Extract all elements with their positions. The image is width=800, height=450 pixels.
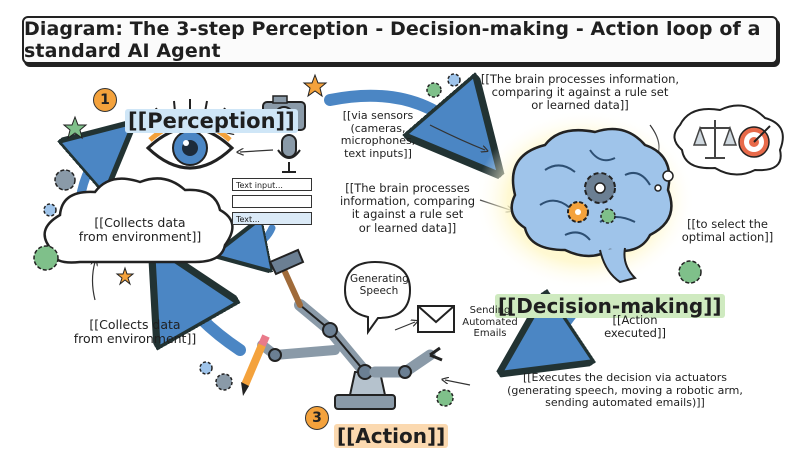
decision-note-left: [[The brain processes information, compa…: [339, 181, 476, 235]
blank-input-field: [232, 195, 312, 208]
gear-icon: [43, 203, 57, 217]
gear-icon: [199, 361, 213, 375]
perception-label: [[Perception]]: [125, 85, 298, 134]
gear-icon: [584, 172, 616, 204]
collects-data-bottom-note: [[Collects data from environment]]: [73, 317, 197, 347]
arrow-perception-to-decision: [324, 96, 470, 140]
speech-bubble-text: Generating Speech: [350, 273, 409, 298]
pencil-icon: [241, 334, 270, 396]
decision-note-right: [[to select the optimal action]]: [681, 217, 774, 245]
diagram-title: Diagram: The 3-step Perception - Decisio…: [22, 16, 778, 64]
gear-icon: [215, 373, 233, 391]
gear-icon: [426, 82, 442, 98]
star-icon: [115, 266, 135, 286]
arrow-action-to-perception: [175, 285, 246, 356]
action-label: [[Action]]: [334, 402, 449, 448]
pointer-action-note: [445, 380, 471, 386]
email-icon: [417, 305, 455, 333]
pointer-email: [394, 322, 415, 331]
gear-icon: [447, 73, 461, 87]
diagram-title-text: Diagram: The 3-step Perception - Decisio…: [24, 18, 761, 62]
step-number-perception: 1: [93, 88, 117, 112]
step-number-action: 3: [305, 406, 329, 430]
hammer-icon: [268, 248, 305, 308]
decision-label: [[Decision-making]]: [495, 272, 725, 318]
sensors-note: [[via sensors (cameras, microphones, tex…: [340, 109, 416, 160]
decision-label-text: [[Decision-making]]: [495, 294, 725, 318]
scale-icon: [692, 120, 738, 159]
cloud-shape: [43, 177, 234, 264]
robot-arm-icon: [257, 299, 443, 410]
action-note: [[Executes the decision via actuators (g…: [507, 371, 743, 410]
text-input-field: Text input...: [232, 178, 312, 191]
email-label: Sending Automated Emails: [462, 305, 518, 339]
gear-icon: [436, 389, 454, 407]
gear-icon: [567, 201, 589, 223]
collects-data-cloud-note: [[Collects data from environment]]: [78, 215, 202, 245]
star-icon: [302, 73, 328, 98]
pointer-bottom-note: [93, 262, 96, 301]
action-label-text: [[Action]]: [334, 424, 449, 448]
microphone-icon: [277, 134, 301, 173]
arrow-fields-to-cloud: [240, 228, 276, 250]
pointer-mic-eye: [240, 150, 274, 152]
gear-icon: [600, 208, 616, 224]
pointer-sensors-brain: [429, 124, 485, 150]
speech-bubble-shape: [343, 260, 412, 336]
gear-icon: [678, 260, 702, 284]
decision-note-top: [[The brain processes information, compa…: [480, 72, 680, 113]
star-icon: [62, 115, 88, 140]
gear-icon: [33, 245, 59, 271]
perception-label-text: [[Perception]]: [125, 109, 298, 134]
action-executed-note: [[Action executed]]: [604, 313, 666, 341]
target-icon: [738, 125, 771, 158]
gear-icon: [54, 169, 76, 191]
text-output-field: Text...: [232, 212, 312, 225]
